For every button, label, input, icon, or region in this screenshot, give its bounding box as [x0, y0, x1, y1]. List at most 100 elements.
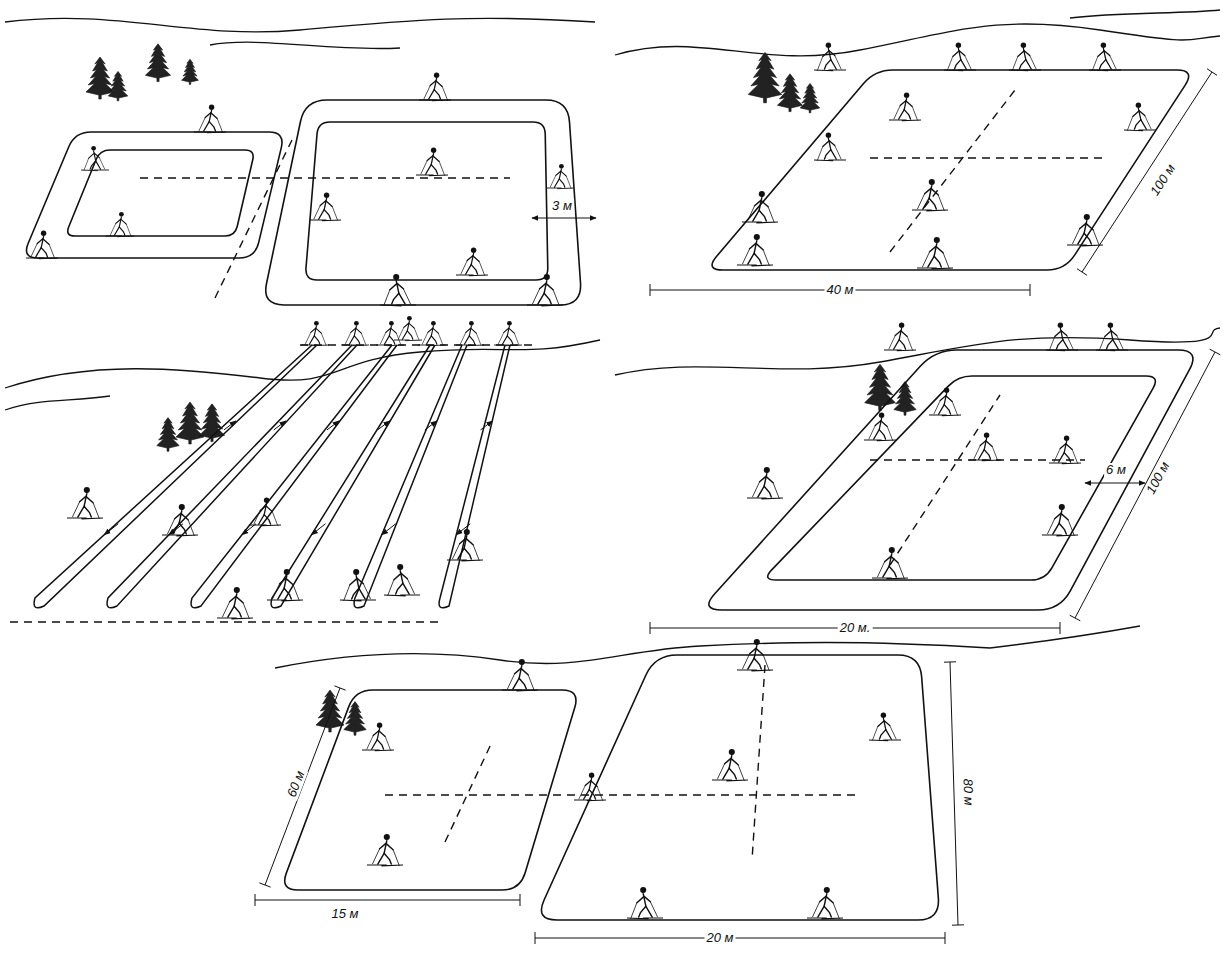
skier-head: [519, 659, 525, 665]
skier-legs: [426, 165, 438, 175]
skier-figure: [394, 316, 422, 341]
skier-body: [434, 78, 436, 89]
direction-arrow: [224, 421, 236, 430]
skier-arms: [1060, 444, 1072, 450]
skis: [267, 599, 303, 601]
ski-poles: [747, 206, 774, 223]
skier-arms: [895, 331, 907, 337]
skier-legs: [879, 730, 891, 740]
ski-poles: [1072, 229, 1099, 246]
spruce-tree: [865, 364, 896, 410]
dimension-line: [1075, 352, 1215, 618]
dashed-line: [300, 344, 535, 345]
skis: [376, 345, 404, 347]
skier-figure: [419, 72, 451, 100]
ski-poles: [1047, 519, 1074, 536]
skier-legs: [753, 210, 767, 221]
skier-arms: [1080, 223, 1094, 229]
ski-poles: [110, 223, 131, 236]
ski-poles: [934, 401, 958, 416]
skier-arms: [230, 596, 244, 602]
ski-poles: [372, 849, 399, 866]
skis: [742, 221, 778, 223]
ski-poles: [388, 579, 415, 596]
ski-poles: [344, 584, 371, 601]
skier-head: [559, 164, 564, 169]
skier-head: [434, 72, 439, 77]
skis: [447, 559, 483, 561]
ski-poles: [631, 902, 658, 919]
ski-poles: [72, 502, 99, 519]
skier-figure: [217, 587, 253, 619]
spruce-tree: [344, 702, 366, 736]
skier-legs: [464, 336, 475, 344]
skier-legs: [723, 768, 737, 779]
ski-poles: [254, 511, 278, 526]
skier-head: [956, 42, 961, 47]
skier-body: [759, 198, 762, 211]
skier-figure: [367, 834, 403, 866]
skier-arms: [386, 328, 397, 333]
ski-poles: [812, 902, 839, 919]
hill-line: [1070, 10, 1220, 18]
dashed-line: [10, 621, 440, 622]
skier-body: [1084, 221, 1087, 234]
skier-arms: [390, 283, 404, 289]
skis: [394, 340, 422, 342]
ski-tracks: [26, 70, 1192, 920]
skier-arms: [823, 51, 835, 57]
ski-poles: [817, 146, 841, 161]
skier-body: [944, 393, 946, 404]
skier-legs: [352, 588, 366, 599]
skier-head: [904, 92, 909, 97]
ski-poles: [1049, 336, 1073, 351]
track-outline: [709, 350, 1193, 610]
skier-body: [507, 326, 509, 336]
skis: [367, 864, 403, 866]
ski-poles: [889, 336, 913, 351]
spruce-tree: [316, 690, 344, 732]
skier-body: [754, 646, 757, 659]
dashed-line: [752, 665, 765, 860]
skier-figure: [807, 887, 843, 919]
spruce-tree: [777, 74, 802, 112]
skier-legs: [1053, 523, 1067, 534]
skier-body: [471, 253, 473, 264]
skier-body: [544, 281, 547, 294]
skier-arms: [1018, 51, 1030, 57]
skier-head: [209, 104, 214, 109]
dimension-tick: [1077, 269, 1087, 276]
skier-figure: [627, 887, 663, 919]
skier-arms: [175, 513, 189, 519]
skis: [309, 219, 341, 221]
skier-figure: [340, 569, 376, 601]
skier-arms: [980, 441, 992, 447]
skier-figure: [494, 321, 522, 346]
track-outline: [768, 376, 1156, 580]
skier-arms: [260, 506, 272, 512]
skier-body: [889, 554, 892, 567]
skier-body: [883, 718, 885, 729]
skier-legs: [554, 179, 565, 187]
skier-head: [1059, 504, 1065, 510]
skier-figure: [747, 467, 783, 499]
ski-poles: [498, 332, 519, 345]
dimension-tick: [259, 883, 270, 887]
skier-head: [264, 497, 269, 502]
skier-figure: [737, 234, 773, 266]
skier-head: [1084, 214, 1090, 220]
skis: [1046, 349, 1078, 351]
skier-legs: [429, 90, 441, 100]
skier-head: [407, 316, 412, 321]
skier-legs: [979, 450, 991, 460]
direction-arrow: [327, 421, 339, 430]
hill-line: [615, 24, 1220, 56]
direction-arrow: [312, 524, 326, 535]
ski-poles: [199, 118, 223, 133]
skier-head: [84, 487, 90, 493]
dashed-line: [445, 742, 492, 842]
skis: [1067, 244, 1103, 246]
skier-head: [119, 212, 124, 217]
dimension-label: 80 м: [960, 776, 975, 807]
